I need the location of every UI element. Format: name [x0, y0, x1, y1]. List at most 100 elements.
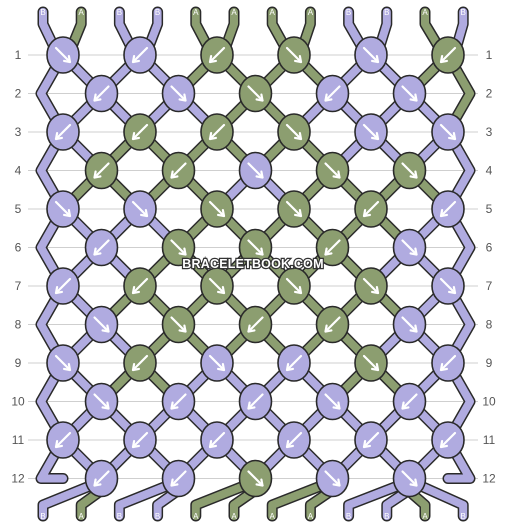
knot [431, 267, 465, 305]
row-number-left: 2 [15, 87, 22, 101]
knot [123, 344, 157, 382]
strand-label-top: B [40, 8, 45, 17]
knot [161, 228, 196, 267]
row-number-right: 10 [482, 395, 496, 409]
strand-label-bottom: A [79, 512, 85, 521]
knot [392, 382, 427, 421]
strand-label-top: A [308, 8, 314, 17]
strand-entry [37, 6, 61, 55]
knot [392, 459, 427, 498]
knot [161, 151, 196, 190]
knot [431, 190, 465, 228]
knot [123, 36, 157, 74]
knot [200, 344, 234, 382]
knot [238, 228, 273, 267]
knot [277, 421, 311, 459]
knot [84, 151, 119, 190]
knot [46, 267, 80, 305]
row-number-left: 4 [15, 164, 22, 178]
knot [354, 190, 388, 228]
row-number-right: 4 [486, 164, 493, 178]
strand-label-top: A [193, 8, 199, 17]
row-number-right: 7 [486, 279, 493, 293]
row-number-right: 9 [486, 356, 493, 370]
knot [238, 151, 273, 190]
strand-label-bottom: B [40, 512, 45, 521]
row-number-right: 11 [483, 433, 496, 447]
strand-label-top: B [461, 8, 466, 17]
knot [84, 228, 119, 267]
knot [200, 190, 234, 228]
strand-exit [343, 479, 407, 522]
knot [315, 459, 350, 498]
strand-label-bottom: A [308, 512, 314, 521]
row-number-left: 10 [11, 395, 25, 409]
strand-entry [142, 6, 164, 55]
strand-entry [113, 6, 138, 55]
strand-label-bottom: B [461, 512, 466, 521]
row-number-right: 1 [486, 48, 493, 62]
row-number-right: 12 [482, 472, 496, 486]
strand-label-bottom: B [155, 512, 160, 521]
row-number-right: 3 [486, 125, 493, 139]
row-number-left: 1 [15, 48, 22, 62]
strand-label-bottom: B [384, 512, 389, 521]
knot [238, 305, 273, 344]
strand-exit [266, 479, 330, 522]
knot [315, 305, 350, 344]
strand-entry [419, 6, 446, 55]
knot [238, 459, 273, 498]
strand-label-bottom: A [270, 512, 276, 521]
strand-exit [412, 479, 469, 522]
knot [123, 113, 157, 151]
knot [354, 267, 388, 305]
knot [392, 74, 427, 113]
knot [46, 113, 80, 151]
knot [46, 190, 80, 228]
strand-label-bottom: A [231, 512, 237, 521]
row-number-left: 11 [12, 433, 25, 447]
knot [354, 344, 388, 382]
knot [354, 113, 388, 151]
row-number-left: 3 [15, 125, 22, 139]
strand-label-top: A [422, 8, 428, 17]
strand-label-bottom: B [346, 512, 351, 521]
knot [277, 344, 311, 382]
watermark: BRACELETBOOK.COM [182, 257, 323, 271]
strand-label-top: B [346, 8, 351, 17]
row-number-left: 12 [11, 472, 25, 486]
knot [392, 305, 427, 344]
knot [200, 421, 234, 459]
knot [315, 74, 350, 113]
knots [46, 36, 465, 498]
knot [84, 382, 119, 421]
knot [431, 113, 465, 151]
row-number-right: 6 [486, 241, 493, 255]
knot [315, 228, 350, 267]
row-number-left: 6 [15, 241, 22, 255]
row-number-left: 8 [15, 318, 22, 332]
row-number-left: 5 [15, 202, 22, 216]
knot [84, 459, 119, 498]
knot [431, 421, 465, 459]
row-number-right: 5 [486, 202, 493, 216]
strand-entry [190, 6, 215, 55]
strand-label-top: A [231, 8, 237, 17]
knot [200, 36, 234, 74]
knot [315, 382, 350, 421]
knot [277, 36, 311, 74]
knot [200, 267, 234, 305]
knot [238, 382, 273, 421]
strand-label-top: A [270, 8, 276, 17]
row-number-left: 7 [15, 279, 22, 293]
strand-label-top: B [155, 8, 160, 17]
strand-exit [190, 479, 253, 522]
row-number-right: 8 [486, 318, 493, 332]
knot [46, 421, 80, 459]
knot [161, 459, 196, 498]
knot [238, 74, 273, 113]
strand-label-bottom: B [117, 512, 122, 521]
knot [46, 344, 80, 382]
